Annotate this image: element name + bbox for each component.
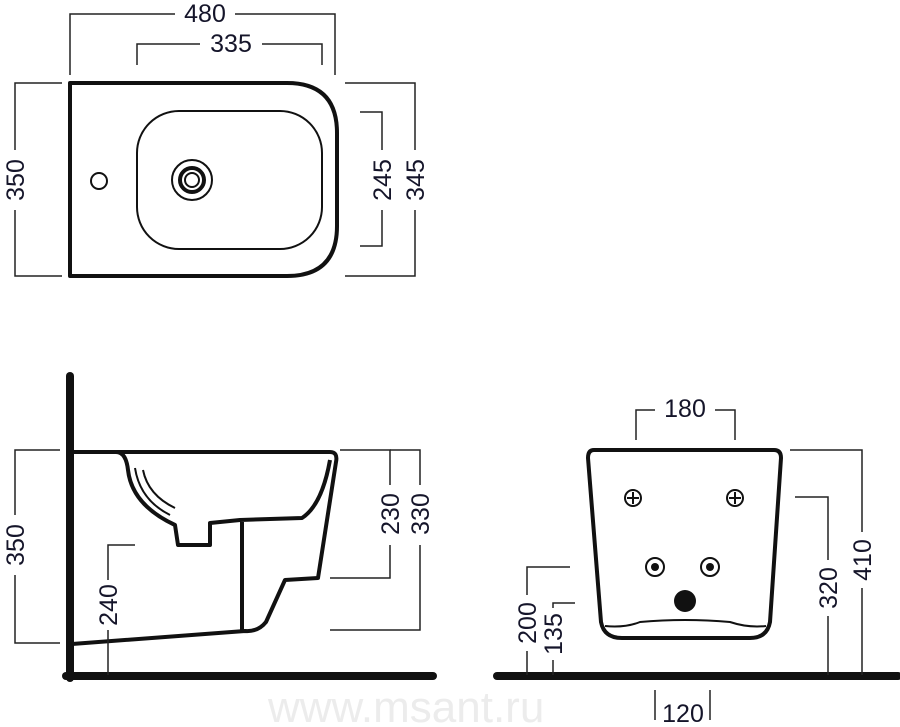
- watermark: www.msant.ru: [267, 683, 544, 727]
- dim-345: 345: [402, 159, 430, 201]
- dim-350-side: 350: [2, 524, 30, 566]
- side-view: 350 230 330 240: [2, 372, 437, 682]
- dim-245: 245: [369, 159, 397, 201]
- dim-350-top: 350: [2, 159, 30, 201]
- side-outline: [71, 450, 339, 646]
- dim-320: 320: [815, 567, 843, 609]
- front-outline: [586, 448, 783, 640]
- dim-480: 480: [184, 0, 226, 28]
- bowl-outline: [136, 110, 323, 250]
- supply-hole-icon-left: [645, 557, 665, 577]
- dim-135: 135: [540, 613, 568, 655]
- supply-hole-icon-right: [700, 557, 720, 577]
- dim-120: 120: [662, 700, 704, 727]
- bolt-icon-left: [624, 489, 642, 507]
- tap-hole-icon: [90, 172, 108, 190]
- top-outline: [68, 81, 339, 278]
- drain-icon: [171, 159, 213, 201]
- dim-180: 180: [664, 395, 706, 423]
- front-view: 180 410 320 200 135 120: [493, 395, 900, 727]
- dim-240: 240: [95, 584, 123, 626]
- bolt-icon-right: [726, 489, 744, 507]
- bowl-profile: [115, 450, 332, 547]
- dim-230: 230: [377, 493, 405, 535]
- drain-hole-icon: [674, 590, 696, 612]
- dim-330: 330: [407, 493, 435, 535]
- dim-200: 200: [514, 602, 542, 644]
- dim-410: 410: [849, 539, 877, 581]
- dim-335: 335: [210, 30, 252, 58]
- top-view: 480 335 350 245 345: [2, 0, 430, 278]
